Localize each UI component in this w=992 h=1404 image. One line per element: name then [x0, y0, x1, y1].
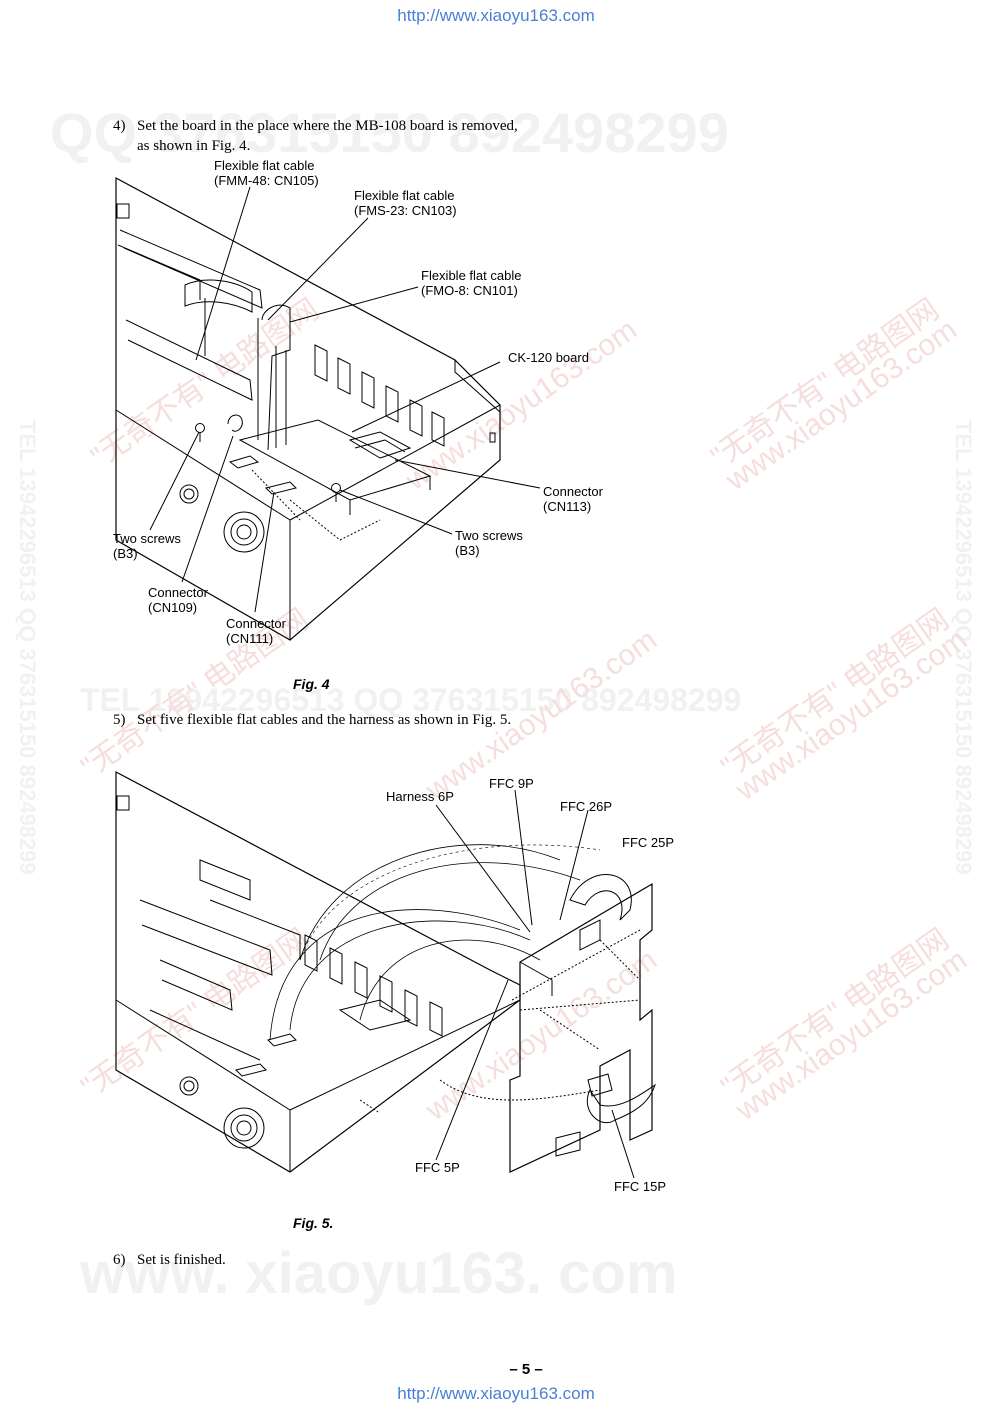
fig4-label-screws-right-line1: Two screws [455, 528, 523, 543]
fig5-caption: Fig. 5. [293, 1215, 334, 1231]
fig4-label-screws-right-line2: (B3) [455, 543, 480, 558]
watermark-side-right: TEL 13942296513 QQ 376315150 892498299 [951, 420, 976, 875]
step-4-number: 4) [113, 118, 126, 134]
step-4-line-1: Set the board in the place where the MB-… [137, 118, 518, 134]
fig4-label-fmm-line1: Flexible flat cable [214, 158, 315, 173]
step-5-number: 5) [113, 712, 126, 728]
step-6: 6) Set is finished. [113, 1250, 226, 1270]
step-4: 4) Set the board in the place where the M… [113, 116, 518, 156]
step-5: 5) Set five flexible flat cables and the … [113, 710, 511, 730]
fig4-label-ck120: CK-120 board [508, 350, 589, 365]
step-6-line-1: Set is finished. [137, 1252, 226, 1268]
fig4-label-fmo-line2: (FMO-8: CN101) [421, 283, 518, 298]
fig5-label-harness-6p: Harness 6P [386, 789, 454, 804]
fig4-label-fms-line1: Flexible flat cable [354, 188, 455, 203]
fig4-label-fmm-line2: (FMM-48: CN105) [214, 173, 319, 188]
page-number: – 5 – [509, 1361, 543, 1378]
fig4-label-cn113-line2: (CN113) [543, 499, 592, 514]
fig4-label-screws-left-line2: (B3) [113, 546, 138, 561]
fig4-label-fmo: Flexible flat cable (FMO-8: CN101) [421, 268, 521, 298]
header-url[interactable]: http://www.xiaoyu163.com [397, 6, 595, 25]
fig4-label-cn109: Connector (CN109) [148, 585, 208, 615]
fig4-label-cn111: Connector (CN111) [226, 616, 286, 646]
watermark-side-left: TEL 13942296513 QQ 376315150 892498299 [15, 420, 40, 875]
fig4-label-screws-right: Two screws (B3) [455, 528, 523, 558]
step-6-number: 6) [113, 1252, 126, 1268]
fig5-label-ffc-26p: FFC 26P [560, 799, 613, 814]
fig5-label-ffc-5p: FFC 5P [415, 1160, 460, 1175]
footer-url[interactable]: http://www.xiaoyu163.com [397, 1384, 595, 1403]
fig4-label-fmm: Flexible flat cable (FMM-48: CN105) [214, 158, 319, 188]
fig4-label-cn111-line2: (CN111) [226, 631, 274, 646]
fig4-label-fmo-line1: Flexible flat cable [421, 268, 522, 283]
fig4-label-screws-left: Two screws (B3) [113, 531, 181, 561]
fig5-label-ffc-25p: FFC 25P [622, 835, 675, 850]
fig4-label-cn113-line1: Connector [543, 484, 603, 499]
fig5-label-ffc-15p: FFC 15P [614, 1179, 667, 1194]
fig4-label-screws-left-line1: Two screws [113, 531, 181, 546]
fig4-caption: Fig. 4 [293, 676, 330, 692]
fig4-label-cn109-line1: Connector [148, 585, 208, 600]
fig4-label-fms: Flexible flat cable (FMS-23: CN103) [354, 188, 457, 218]
step-5-line-1: Set five flexible flat cables and the ha… [137, 712, 512, 728]
fig5-label-ffc-9p: FFC 9P [489, 776, 534, 791]
fig4-illustration [115, 176, 541, 641]
watermark-middle: TEL 13942296513 QQ 376315150 892498299 [80, 682, 742, 718]
fig4-label-cn113: Connector (CN113) [543, 484, 603, 514]
fig4-label-fms-line2: (FMS-23: CN103) [354, 203, 457, 218]
fig4-label-cn109-line2: (CN109) [148, 600, 198, 615]
watermark-top: QQ 376315150 892498299 [50, 101, 729, 164]
watermark-bottom: www. xiaoyu163. com [80, 1241, 678, 1306]
fig4-label-cn111-line1: Connector [226, 616, 286, 631]
step-4-line-2: as shown in Fig. 4. [137, 138, 251, 154]
